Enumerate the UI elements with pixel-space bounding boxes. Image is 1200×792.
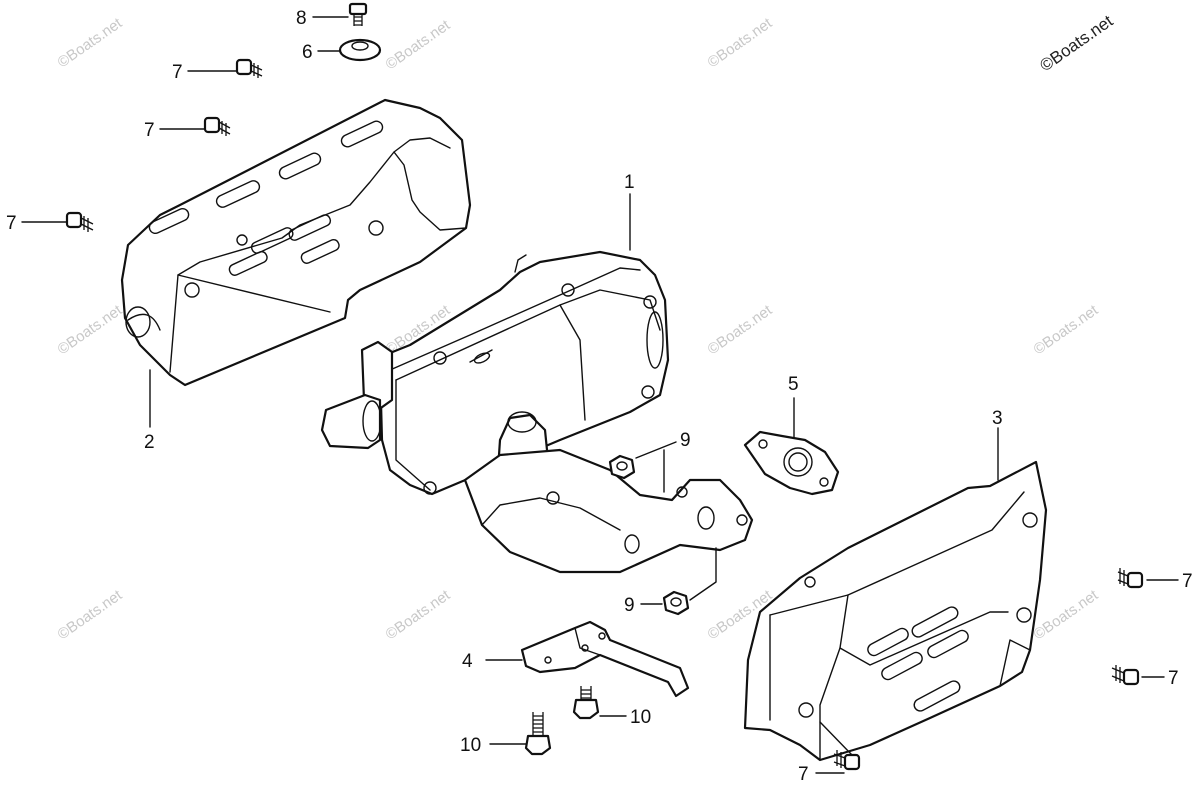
callout-5: 5	[788, 374, 799, 395]
callout-1: 1	[624, 172, 635, 193]
brand-watermark: ©Boats.net	[1036, 11, 1116, 75]
watermark: ©Boats.net	[55, 14, 126, 71]
part-7-bolt	[1117, 568, 1144, 589]
part-7-bolt	[203, 116, 231, 136]
watermark: ©Boats.net	[383, 586, 454, 643]
watermark: ©Boats.net	[705, 14, 776, 71]
part-7-bolt	[235, 58, 263, 78]
callout-7: 7	[172, 62, 183, 83]
watermark: ©Boats.net	[1031, 301, 1102, 358]
callout-10: 10	[460, 735, 481, 756]
part-2-upper-protector	[120, 98, 472, 387]
callout-2: 2	[144, 432, 155, 453]
callout-3: 3	[992, 408, 1003, 429]
callout-9: 9	[624, 595, 635, 616]
watermark: ©Boats.net	[383, 16, 454, 73]
part-10-bolt	[572, 686, 600, 720]
part-4-bracket	[520, 620, 690, 698]
part-7-bolt	[833, 750, 861, 771]
callout-7: 7	[1168, 668, 1179, 689]
lower-heat-shield	[463, 448, 754, 574]
callout-9: 9	[680, 430, 691, 451]
watermark: ©Boats.net	[705, 301, 776, 358]
part-3-right-protector	[743, 460, 1048, 762]
watermark: ©Boats.net	[1031, 586, 1102, 643]
callout-7: 7	[6, 213, 17, 234]
part-7-bolt	[65, 211, 94, 232]
part-9-nut	[662, 590, 690, 616]
callout-10: 10	[630, 707, 651, 728]
part-10-bolt	[524, 712, 552, 756]
callout-labels: 8 6 7 7 7 1 2 5 3 9 9 4 10 10 7 7 7	[6, 8, 1193, 785]
callout-4: 4	[462, 651, 473, 672]
callout-7: 7	[144, 120, 155, 141]
callout-6: 6	[302, 42, 313, 63]
part-8-screw	[348, 2, 368, 26]
watermark: ©Boats.net	[55, 301, 126, 358]
part-7-bolt	[1111, 665, 1140, 686]
callout-7: 7	[1182, 571, 1193, 592]
callout-8: 8	[296, 8, 307, 29]
leader-lines	[21, 16, 1179, 774]
part-9-nut	[608, 454, 636, 480]
watermark: ©Boats.net	[55, 586, 126, 643]
part-5-gasket	[743, 430, 840, 496]
part-6-grommet	[338, 38, 382, 62]
callout-7: 7	[798, 764, 809, 785]
